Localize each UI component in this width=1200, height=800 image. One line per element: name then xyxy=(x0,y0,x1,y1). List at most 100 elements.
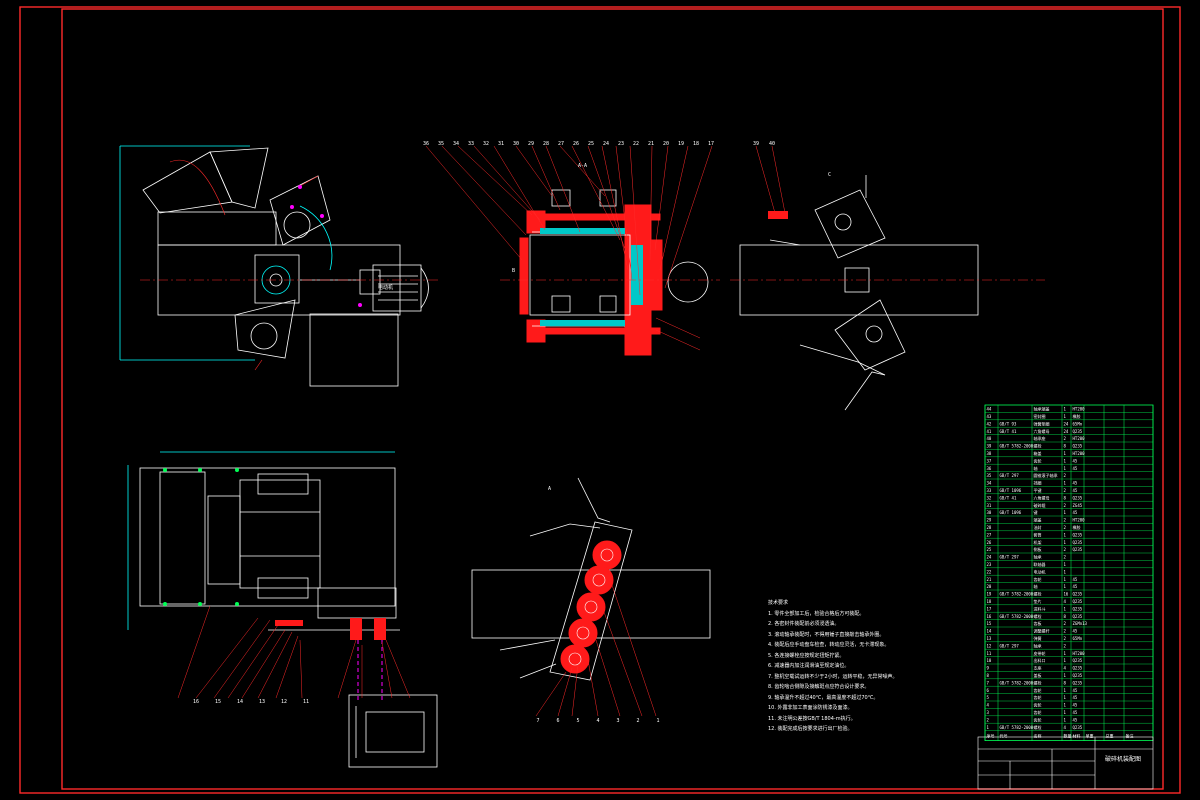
part-balloon: 14 xyxy=(237,699,243,705)
table-cell: 45 xyxy=(1073,481,1078,486)
table-cell: Q235 xyxy=(1073,444,1083,449)
table-cell: 1 xyxy=(1064,584,1067,589)
part-balloon: 12 xyxy=(281,699,287,705)
table-cell: 16 xyxy=(987,614,992,619)
outer-frame xyxy=(19,6,1181,794)
table-header-cell: 单重 xyxy=(1086,733,1094,739)
note-item: 3. 滚动轴承装配时，不得用锤子直接敲击轴承外圈。 xyxy=(768,631,885,638)
table-cell: 密封圈 xyxy=(1034,413,1046,419)
table-cell: 35 xyxy=(987,473,992,478)
table-cell: 12 xyxy=(987,643,992,648)
table-cell: 27 xyxy=(987,532,992,537)
note-item: 11. 未注明公差按GB/T 1804-m执行。 xyxy=(768,715,856,722)
table-cell: 31 xyxy=(987,503,992,508)
part-balloon: 19 xyxy=(678,141,684,147)
note-item: 7. 整机空载试运转不少于2小时，运转平稳，无异常噪声。 xyxy=(768,673,898,680)
table-cell: 破碎辊 xyxy=(1034,502,1046,508)
part-balloon: 39 xyxy=(753,141,759,147)
plan-parts xyxy=(163,468,386,700)
table-cell: 16 xyxy=(1064,592,1069,597)
table-cell: 4 xyxy=(1064,725,1067,730)
table-header-cell: 备注 xyxy=(1126,733,1134,739)
table-cell: 45 xyxy=(1073,629,1078,634)
table-cell: 39 xyxy=(987,444,992,449)
table-cell: 26 xyxy=(987,540,992,545)
part-balloon: 7 xyxy=(536,718,539,724)
table-cell: 19 xyxy=(987,592,992,597)
table-cell: 1 xyxy=(1064,510,1067,515)
table-cell: 1 xyxy=(1064,569,1067,574)
table-cell: 2 xyxy=(1064,629,1067,634)
table-cell: 10 xyxy=(987,658,992,663)
table-cell: 齿轮 xyxy=(1034,687,1042,693)
table-cell: 2 xyxy=(1064,525,1067,530)
table-cell: 2 xyxy=(1064,643,1067,648)
table-cell: 4 xyxy=(1064,666,1067,671)
view-section xyxy=(500,189,720,356)
table-header-cell: 总重 xyxy=(1106,733,1114,739)
table-cell: 2 xyxy=(1064,503,1067,508)
table-cell: 弹簧 xyxy=(1034,635,1042,641)
table-cell: 六角螺母 xyxy=(1034,428,1050,434)
table-cell: 弹簧垫圈 xyxy=(1034,420,1050,426)
table-cell: 轴承 xyxy=(1034,642,1042,648)
table-header-cell: 代号 xyxy=(1000,733,1008,739)
view-side-left xyxy=(119,145,429,387)
plan-leaders xyxy=(177,605,411,699)
table-cell: 45 xyxy=(1073,703,1078,708)
table-cell: 电动机 xyxy=(1034,568,1046,574)
table-cell: 1 xyxy=(987,725,990,730)
table-cell: 调整螺杆 xyxy=(1034,628,1050,634)
gear-leaders xyxy=(535,584,657,717)
view-label-section: A-A xyxy=(578,163,587,169)
table-cell: 1 xyxy=(1064,466,1067,471)
note-item: 1. 零件全部加工后，检验合格后方可装配。 xyxy=(768,610,865,617)
table-cell: 45 xyxy=(1073,688,1078,693)
table-cell: Q235 xyxy=(1073,725,1083,730)
notes-title: 技术要求 xyxy=(768,600,789,606)
table-cell: 24 xyxy=(1064,421,1069,426)
table-cell: 1 xyxy=(1064,532,1067,537)
note-item: 9. 轴承温升不超过40℃，最高温度不超过70℃。 xyxy=(768,694,879,701)
table-cell: HT200 xyxy=(1073,518,1086,523)
table-cell: HT200 xyxy=(1073,407,1086,412)
table-cell: 2 xyxy=(1064,636,1067,641)
table-cell: 44 xyxy=(987,407,992,412)
table-cell: GB/T 297 xyxy=(1000,643,1020,648)
table-cell: 螺栓 xyxy=(1034,443,1042,449)
table-cell: Q235 xyxy=(1073,614,1083,619)
table-cell: 出料口 xyxy=(1034,657,1046,663)
table-cell: 24 xyxy=(987,555,992,560)
table-cell: 2 xyxy=(1064,436,1067,441)
table-cell: 2 xyxy=(1064,518,1067,523)
view-label-c: C xyxy=(828,172,831,178)
table-cell: 皮带轮 xyxy=(1034,650,1046,656)
part-balloon: 31 xyxy=(498,141,504,147)
part-balloon: 28 xyxy=(543,141,549,147)
table-cell: 齿轮 xyxy=(1034,694,1042,700)
table-cell: 45 xyxy=(1073,717,1078,722)
table-cell: Q235 xyxy=(1073,658,1083,663)
table-cell: 进料斗 xyxy=(1034,605,1046,611)
section-leaders xyxy=(425,145,713,351)
table-cell: 1 xyxy=(1064,562,1067,567)
table-cell: 橡胶 xyxy=(1073,413,1081,419)
table-cell: 29 xyxy=(987,518,992,523)
table-cell: 轴承端盖 xyxy=(1034,406,1050,412)
table-cell: 4 xyxy=(987,703,990,708)
part-balloon: 25 xyxy=(588,141,594,147)
table-cell: 螺栓 xyxy=(1034,591,1042,597)
table-cell: GB/T 1096 xyxy=(1000,488,1022,493)
part-balloon: 20 xyxy=(663,141,669,147)
table-cell: 33 xyxy=(987,488,992,493)
right-small-part xyxy=(768,211,788,219)
table-cell: 1 xyxy=(1064,606,1067,611)
part-balloon: 30 xyxy=(513,141,519,147)
table-cell: 65Mn xyxy=(1073,636,1083,641)
table-cell: 轴 xyxy=(1034,583,1038,589)
table-cell: GB/T 41 xyxy=(1000,429,1017,434)
table-cell: Q235 xyxy=(1073,495,1083,500)
table-cell: 2 xyxy=(1064,621,1067,626)
